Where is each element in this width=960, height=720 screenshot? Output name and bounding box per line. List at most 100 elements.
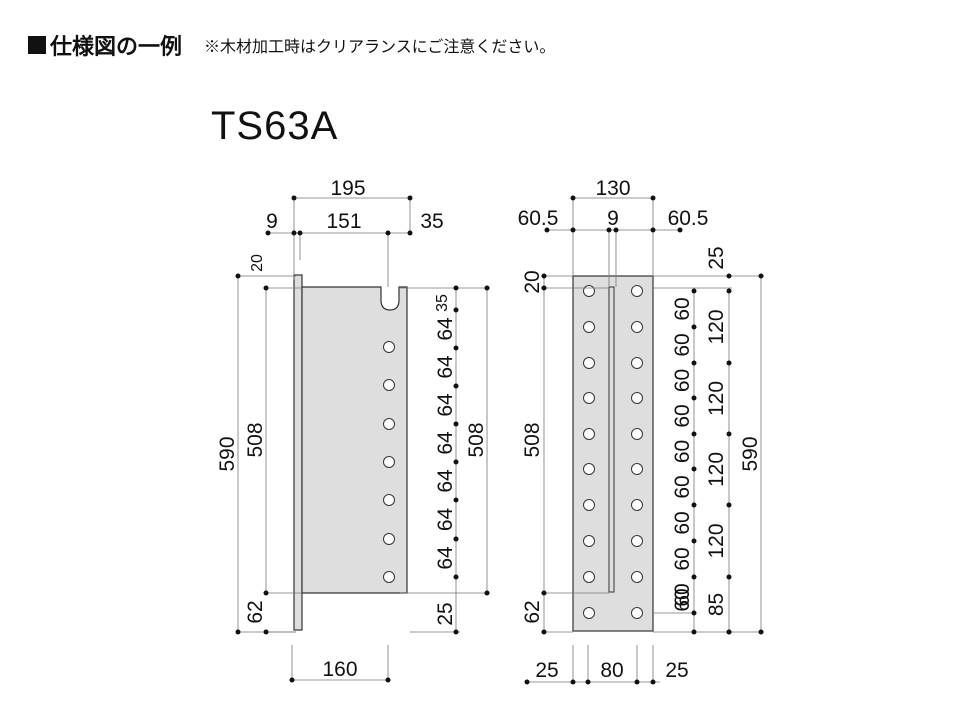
- front-hole-left-1: [583, 285, 595, 297]
- front-row-mark-8: [691, 538, 697, 544]
- dim-front-bottom-left: 25: [535, 659, 558, 682]
- dim-front-bottom-mid: 80: [600, 659, 623, 682]
- front-row-mark-6: [691, 466, 697, 472]
- side-hole-5: [383, 494, 395, 506]
- dim-side-bottom-width: 160: [322, 658, 357, 681]
- front-hole-right-9: [631, 571, 643, 583]
- model-number: TS63A: [211, 104, 339, 148]
- front-slot: [608, 286, 615, 593]
- dim-front-row-pitch-2: 60: [671, 333, 694, 356]
- front-row-mark-2: [691, 324, 697, 330]
- dim-front-row-pitch-7: 60: [671, 511, 694, 534]
- front-hole-right-7: [631, 499, 643, 511]
- dim-side-web-offset: 9: [266, 210, 278, 233]
- dim-front-right-edge: 60.5: [668, 207, 709, 230]
- side-hole-1: [383, 341, 395, 353]
- front-group-mark-6: [726, 629, 732, 635]
- front-group-mark-2: [726, 360, 732, 366]
- dim-side-plate-height: 508: [244, 422, 267, 457]
- side-pitch-mark-4: [453, 421, 459, 427]
- side-hole-4: [383, 456, 395, 468]
- dim-side-overall-width: 195: [330, 177, 365, 200]
- side-pitch-mark-2: [453, 345, 459, 351]
- front-group-mark-4: [726, 502, 732, 508]
- side-pitch-mark-3: [453, 383, 459, 389]
- dim-side-hole-pitch-3: 64: [434, 393, 457, 417]
- header-square-icon: [28, 36, 46, 54]
- dim-front-group-pitch-1: 120: [705, 309, 728, 344]
- dim-side-hole-pitch-5: 64: [434, 469, 457, 493]
- dim-front-row-pitch-6: 60: [671, 475, 694, 498]
- front-hole-left-2: [583, 321, 595, 333]
- front-hole-left-7: [583, 499, 595, 511]
- dim-front-left-edge: 60.5: [518, 207, 559, 230]
- caution-note: ※木材加工時はクリアランスにご注意ください。: [204, 39, 556, 56]
- dim-front-slot-width: 9: [607, 207, 619, 230]
- front-row-mark-4: [691, 395, 697, 401]
- side-hole-7: [383, 571, 395, 583]
- side-pitch-mark-1: [453, 307, 459, 313]
- front-row-mark-7: [691, 502, 697, 508]
- front-row-mark-1: [691, 288, 697, 294]
- front-group-mark-1: [726, 288, 732, 294]
- dim-front-left-bottom: 62: [521, 600, 544, 623]
- dim-front-left-height: 508: [521, 422, 544, 457]
- dim-side-bottom-edge: 25: [434, 602, 457, 625]
- dim-front-bottom-right: 25: [665, 659, 688, 682]
- front-group-mark-5: [726, 574, 732, 580]
- dim-side-overall-height: 590: [216, 436, 239, 471]
- side-pitch-mark-8: [453, 574, 459, 580]
- dim-side-top-offset: 20: [249, 254, 266, 272]
- dim-front-left-top: 20: [521, 270, 544, 293]
- dim-front-group-pitch-3: 120: [705, 452, 728, 487]
- front-hole-right-10: [631, 607, 643, 619]
- side-hole-3: [383, 418, 395, 430]
- dim-side-right-height: 508: [465, 422, 488, 457]
- dim-front-group-pitch-5: 85: [705, 593, 728, 616]
- side-hole-2: [383, 379, 395, 391]
- side-hole-6: [383, 533, 395, 545]
- dim-front-overall-width: 130: [595, 177, 630, 200]
- dim-side-bottom-offset: 62: [244, 600, 267, 623]
- front-view: 130 60.5 9 60.5 25 20 508 62 590 6060606…: [518, 177, 764, 685]
- dim-front-row-pitch-8: 60: [671, 547, 694, 570]
- front-hole-right-2: [631, 321, 643, 333]
- dim-side-hole-pitch-2: 64: [434, 355, 457, 379]
- front-row-mark-9: [691, 574, 697, 580]
- front-hole-left-3: [583, 357, 595, 369]
- dim-front-row-pitch-1: 60: [671, 297, 694, 320]
- page-title: 仕様図の一例: [50, 34, 183, 59]
- dim-side-slot-to-edge: 35: [420, 210, 443, 233]
- dim-front-top-edge: 25: [705, 246, 728, 269]
- front-row-mark-3: [691, 360, 697, 366]
- dim-front-row-pitch-5: 60: [671, 440, 694, 463]
- dim-front-group-pitch-4: 120: [705, 523, 728, 558]
- front-row-mark-10: [691, 610, 697, 616]
- side-hole-group: [383, 341, 395, 583]
- front-hole-left-10: [583, 607, 595, 619]
- dim-front-overall-height: 590: [739, 436, 762, 471]
- front-row-mark-5: [691, 431, 697, 437]
- front-hole-group: [583, 285, 643, 619]
- dim-side-hole-pitch-7: 64: [434, 546, 457, 570]
- side-web-plate: [293, 274, 303, 631]
- dim-side-hole-pitch-4: 64: [434, 431, 457, 455]
- front-hole-right-5: [631, 428, 643, 440]
- front-hole-left-6: [583, 463, 595, 475]
- side-pitch-mark-7: [453, 536, 459, 542]
- front-hole-left-4: [583, 392, 595, 404]
- dim-front-group-pitch-2: 120: [705, 381, 728, 416]
- side-view: 195 9 151 35 20 590 508 62 508 35 64 64 64…: [216, 177, 490, 683]
- dim-side-slot-depth: 35: [434, 294, 451, 312]
- page-header: 仕様図の一例 ※木材加工時はクリアランスにご注意ください。: [28, 28, 555, 62]
- side-pitch-mark-6: [453, 497, 459, 503]
- side-pitch-mark-5: [453, 459, 459, 465]
- front-hole-right-4: [631, 392, 643, 404]
- front-group-mark-3: [726, 431, 732, 437]
- dim-front-row-pitch-9: 60: [671, 583, 694, 606]
- front-hole-right-8: [631, 535, 643, 547]
- dim-side-slot-to-web: 151: [326, 210, 361, 233]
- dim-front-row-pitch-4: 60: [671, 404, 694, 427]
- dim-front-row-pitch-10: 60: [671, 588, 694, 611]
